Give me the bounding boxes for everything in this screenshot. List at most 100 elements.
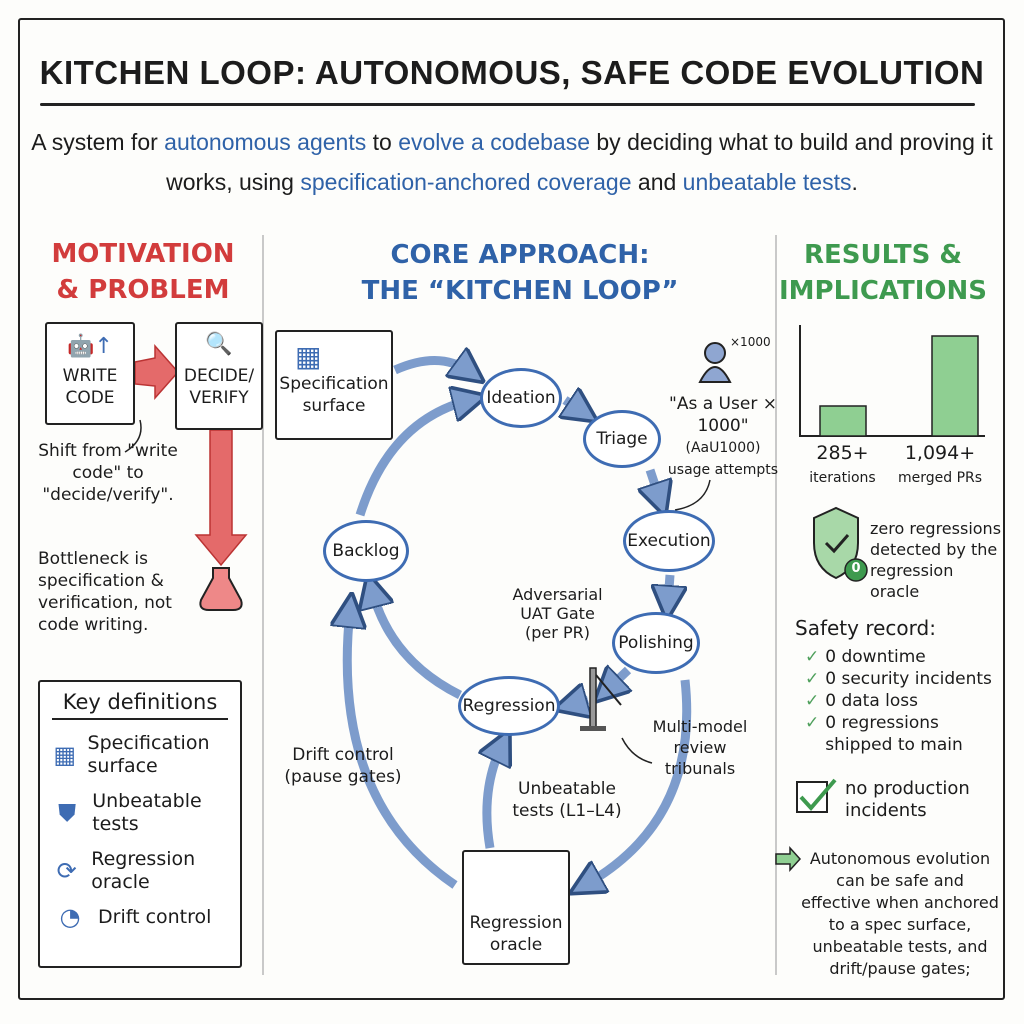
arrow-triage-to-execution [650,468,660,500]
write-code-box: 🤖↑ WRITE CODE [45,322,135,425]
node-triage: Triage [583,410,661,468]
safety-heading: Safety record: [795,616,936,640]
subtitle-highlight: specification-anchored coverage [300,169,632,195]
gate-icon [580,667,622,731]
arrow-tribunal-to-oracle [585,679,692,885]
aau-pointer [674,479,711,511]
shield-check-icon [813,506,868,582]
magnifier-icon: 🔍 [205,332,233,357]
aau-desc: usage attempts [667,462,779,478]
regression-oracle-label: Regression oracle [469,913,563,955]
definition-item: ⟳ Regression oracle [52,848,228,894]
subtitle-text: and [631,169,683,195]
page-title: KITCHEN LOOP: AUTONOMOUS, SAFE CODE EVOL… [39,54,985,91]
arrow-drift-control [347,610,458,889]
shield-icon: ⛊ [58,798,77,827]
arrow-execution-to-polishing [668,574,670,603]
column-divider [775,235,777,975]
flask-icon [199,567,243,611]
subtitle-highlight: unbeatable tests [682,169,852,195]
node-backlog: Backlog [323,520,409,582]
bar-merged-prs [931,335,979,437]
heading-line: RESULTS & [803,240,963,270]
bar-caption: iterations [809,470,876,486]
chart-axes [799,325,985,437]
subtitle-text: A system for [31,129,165,155]
conclusion-text: Autonomous evolution can be safe and eff… [801,849,999,978]
subtitle-highlight: evolve a codebase [398,129,590,155]
definition-label: Unbeatable tests [92,790,202,835]
subtitle-highlight: autonomous agents [164,129,367,155]
uat-gate-label: Adversarial UAT Gate (per PR) [512,585,603,642]
arrow-polishing-to-gate [607,670,628,690]
gauge-icon: ◔ [59,903,81,931]
heading-line: MOTIVATION [51,239,235,269]
zero-regressions-text: zero regressions detected by the regress… [870,519,1002,601]
check-icon: ✓ [805,713,820,733]
aau-abbrev: (AaU1000) [685,440,761,456]
user-multiplier: ×1000 [730,335,771,349]
definition-item: ⛊ Unbeatable tests [52,790,228,836]
key-definitions-box: Key definitions ▦ Specification surface ⛊… [38,680,242,968]
user-icon [698,342,732,383]
tribunals-label: Multi-model review tribunals [652,717,748,778]
heading-line: THE “KITCHEN LOOP” [361,276,679,306]
definition-item: ◔ Drift control [52,903,228,931]
check-icon: ✓ [805,691,820,711]
curved-pointer [124,419,142,453]
safety-item: ✓0 regressions shipped to main [805,712,1000,756]
no-incidents-text: no production incidents [845,778,970,821]
safety-item-label: 0 data loss [825,691,919,711]
subtitle: A system for autonomous agents to evolve… [24,122,1000,202]
spec-surface-label: Specification surface [279,374,389,416]
write-code-label: WRITE CODE [62,366,118,408]
definition-label: Regression oracle [91,848,196,893]
bar-value-label: 1,094+ [904,442,976,464]
heading-line: & PROBLEM [56,275,230,305]
decide-verify-label: DECIDE/ VERIFY [183,366,255,408]
node-ideation: Ideation [480,368,562,428]
safety-item-label: 0 security incidents [825,669,992,689]
checkbox-icon [796,778,837,813]
arrow-spec-to-ideation [393,360,470,372]
node-regression: Regression [458,676,560,736]
regression-oracle-box: Regression oracle [462,850,570,965]
definition-label: Specification surface [87,732,210,777]
motivation-heading: MOTIVATION & PROBLEM [28,236,258,308]
cycle-icon: ⟳ [56,856,77,885]
arrow-oracle-to-regression [487,745,502,849]
grid-icon: ▦ [295,340,322,373]
subtitle-text: . [851,169,858,195]
arrow-regression-to-backlog [372,590,463,700]
heading-line: IMPLICATIONS [778,276,988,306]
unbeatable-tests-label: Unbeatable tests (L1–L4) [512,779,622,821]
bottleneck-text: Bottleneck is specification & verificati… [38,549,172,635]
check-icon: ✓ [805,647,820,667]
column-divider [262,235,264,975]
results-heading: RESULTS & IMPLICATIONS [778,237,988,309]
safety-item-label: 0 downtime [825,647,926,667]
page-frame [18,18,1005,1000]
key-definitions-heading: Key definitions [52,690,228,720]
aau-text: "As a User × 1000" (AaU1000) usage attem… [664,393,782,481]
bar-iterations [819,405,867,437]
heading-line: CORE APPROACH: [390,240,650,270]
check-icon: ✓ [805,669,820,689]
zero-badge: 0 [851,561,861,576]
definition-item: ▦ Specification surface [52,732,228,778]
core-heading: CORE APPROACH: THE “KITCHEN LOOP” [300,237,740,309]
node-polishing: Polishing [612,612,700,674]
specification-surface-box: ▦ Specification surface [275,330,393,440]
subtitle-text: by deciding what to build and proving it… [166,129,993,195]
drift-control-label: Drift control (pause gates) [284,745,402,787]
bar-value-label: 285+ [816,442,869,464]
tribunal-pointer [621,737,653,764]
green-arrow-icon [775,846,802,872]
grid-icon: ▦ [53,740,77,769]
safety-item: ✓0 downtime [805,646,1000,668]
arrow-gate-to-regression [570,700,588,705]
definition-label: Drift control [98,906,212,928]
title-underline [40,103,975,106]
